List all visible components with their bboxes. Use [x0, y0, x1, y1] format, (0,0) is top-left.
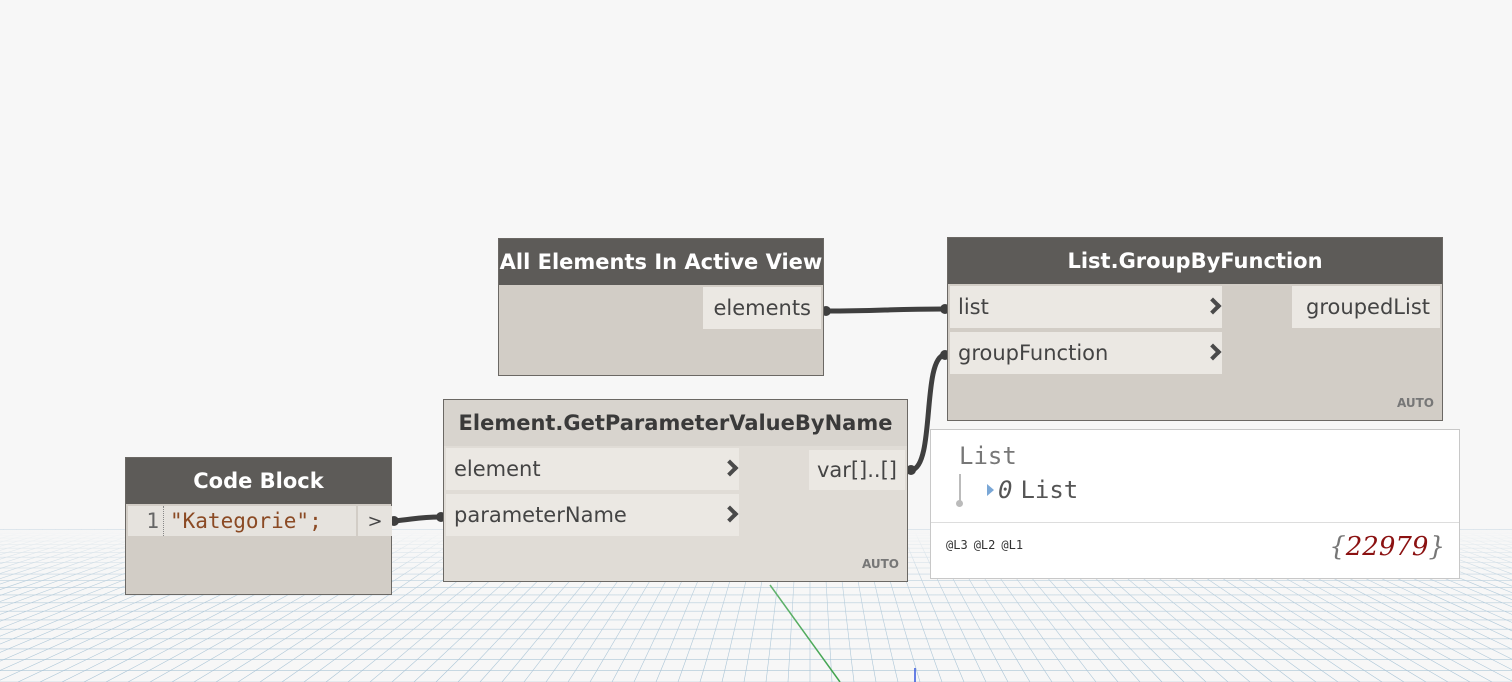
- list-index: 0: [998, 476, 1013, 504]
- list-item-label: List: [1020, 476, 1079, 504]
- input-port-groupfunction[interactable]: groupFunction: [950, 332, 1222, 374]
- port-label: var[]..[]: [816, 458, 897, 482]
- code-editor[interactable]: 1 "Kategorie"; >: [128, 506, 392, 536]
- output-port-var[interactable]: var[]..[]: [809, 450, 905, 490]
- port-label: elements: [713, 296, 811, 320]
- node-title[interactable]: Element.GetParameterValueByName: [444, 400, 907, 446]
- chevron-right-icon[interactable]: [721, 505, 739, 523]
- chevron-right-icon[interactable]: [1204, 343, 1222, 361]
- level-label[interactable]: @L2: [973, 538, 996, 552]
- port-label: parameterName: [454, 503, 627, 527]
- node-element-getparametervaluebyname[interactable]: Element.GetParameterValueByName element …: [443, 399, 908, 582]
- watch-preview[interactable]: List 0 List @L3 @L2 @L1 {22979}: [930, 429, 1460, 579]
- level-label[interactable]: @L1: [1001, 538, 1024, 552]
- input-port-list[interactable]: list: [950, 286, 1222, 328]
- count-value: 22979: [1345, 532, 1429, 562]
- output-port-elements[interactable]: elements: [703, 287, 821, 329]
- tree-line: [959, 474, 961, 502]
- item-count: {22979}: [1329, 532, 1445, 562]
- list-item[interactable]: 0 List: [987, 476, 1078, 504]
- input-port-element[interactable]: element: [446, 448, 739, 490]
- chevron-right-icon[interactable]: [1204, 297, 1222, 315]
- expand-arrow-icon[interactable]: [987, 484, 994, 496]
- brace-close: }: [1428, 532, 1445, 562]
- tree-node-dot: [956, 500, 963, 507]
- lacing-label: AUTO: [861, 557, 899, 571]
- node-title[interactable]: All Elements In Active View: [499, 239, 823, 285]
- port-label: groupFunction: [958, 341, 1109, 365]
- node-title[interactable]: List.GroupByFunction: [948, 238, 1442, 284]
- divider: [931, 522, 1459, 523]
- port-label: groupedList: [1306, 295, 1430, 319]
- node-all-elements-in-active-view[interactable]: All Elements In Active View elements: [498, 238, 824, 376]
- output-port-groupedlist[interactable]: groupedList: [1292, 286, 1440, 328]
- output-port-codeblock[interactable]: >: [358, 506, 392, 536]
- preview-title: List: [959, 442, 1017, 470]
- level-label[interactable]: @L3: [946, 538, 968, 552]
- port-label: element: [454, 457, 541, 481]
- input-port-parametername[interactable]: parameterName: [446, 494, 739, 536]
- code-text[interactable]: "Kategorie";: [170, 509, 322, 533]
- line-number: 1: [128, 506, 164, 536]
- brace-open: {: [1329, 532, 1346, 562]
- list-levels: @L3 @L2 @L1: [946, 538, 1023, 552]
- chevron-right-icon[interactable]: [721, 459, 739, 477]
- port-label: list: [958, 295, 989, 319]
- node-list-groupbyfunction[interactable]: List.GroupByFunction list groupFunction …: [947, 237, 1443, 421]
- node-title[interactable]: Code Block: [126, 458, 391, 504]
- lacing-label: AUTO: [1396, 396, 1434, 410]
- node-code-block[interactable]: Code Block 1 "Kategorie"; >: [125, 457, 392, 595]
